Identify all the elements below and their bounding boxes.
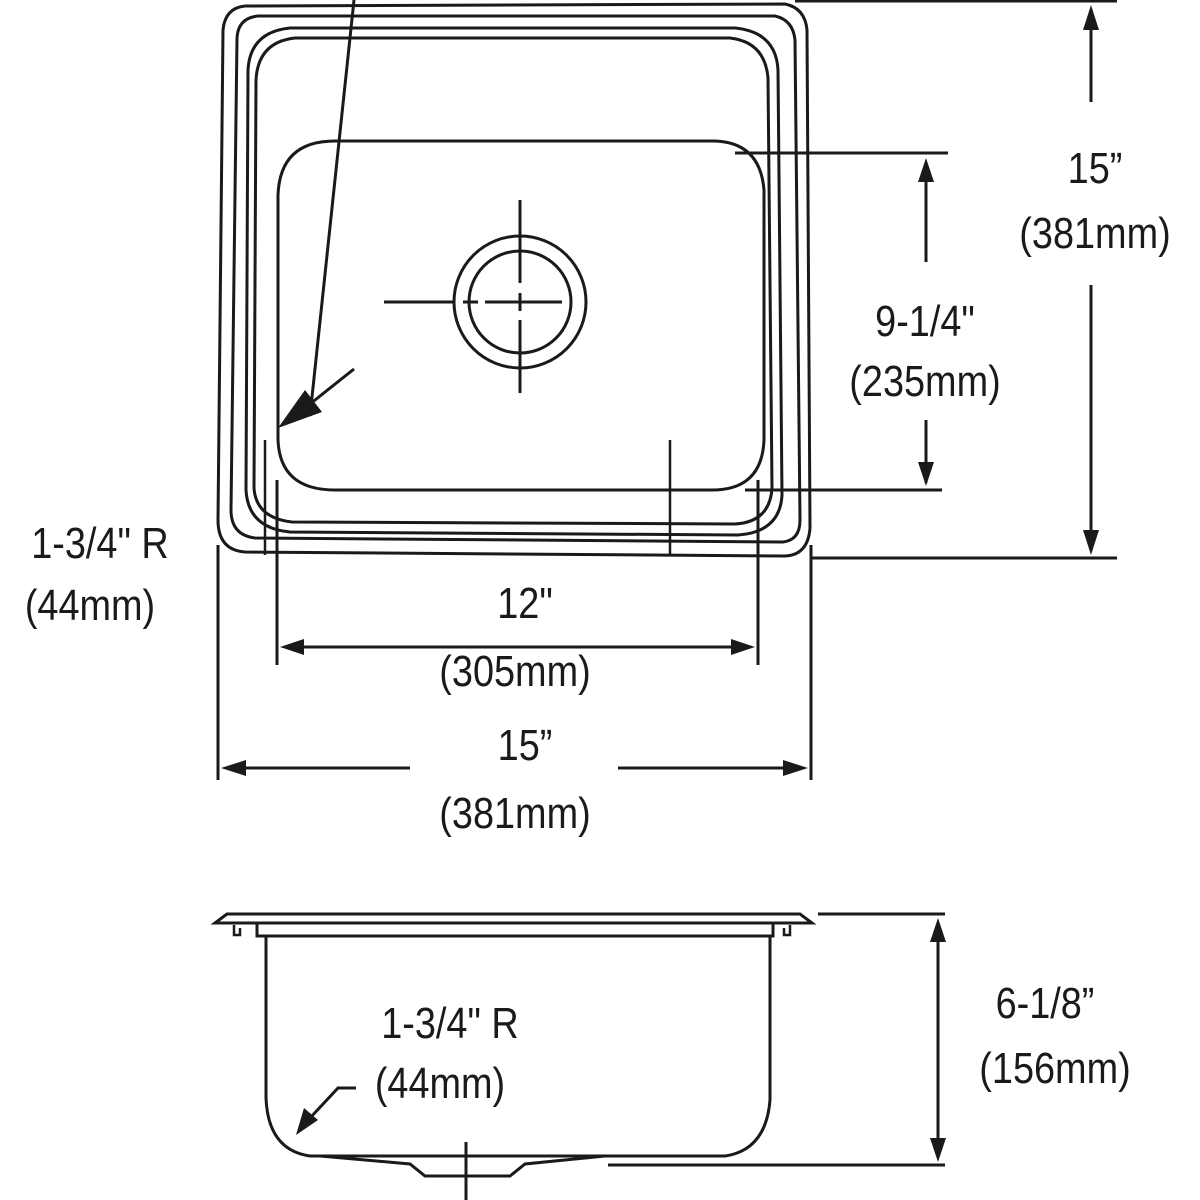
- side-view: [210, 912, 946, 1200]
- radius-leader: [308, 0, 356, 417]
- overall-height-metric: (381mm): [1019, 209, 1171, 258]
- bowl-width-imperial: 12": [497, 579, 553, 628]
- overall-width-imperial: 15”: [497, 721, 553, 770]
- bowl-width-metric: (305mm): [439, 647, 591, 696]
- bowl-height-imperial: 9-1/4": [875, 297, 975, 346]
- corner-radius-imperial: 1-3/4" R: [31, 519, 169, 568]
- arrowhead: [278, 390, 322, 428]
- top-view: [216, 0, 812, 558]
- depth-imperial: 6-1/8”: [995, 979, 1095, 1028]
- bottom-radius-metric: (44mm): [374, 1059, 506, 1108]
- width-dimensions: [216, 480, 813, 780]
- depth-metric: (156mm): [979, 1044, 1131, 1093]
- overall-height-imperial: 15”: [1067, 144, 1123, 193]
- bottom-radius-imperial: 1-3/4" R: [381, 999, 519, 1048]
- height-dimensions: [735, 0, 1117, 560]
- overall-width-metric: (381mm): [439, 789, 591, 838]
- corner-radius-metric: (44mm): [24, 581, 156, 630]
- bowl-height-metric: (235mm): [849, 357, 1001, 406]
